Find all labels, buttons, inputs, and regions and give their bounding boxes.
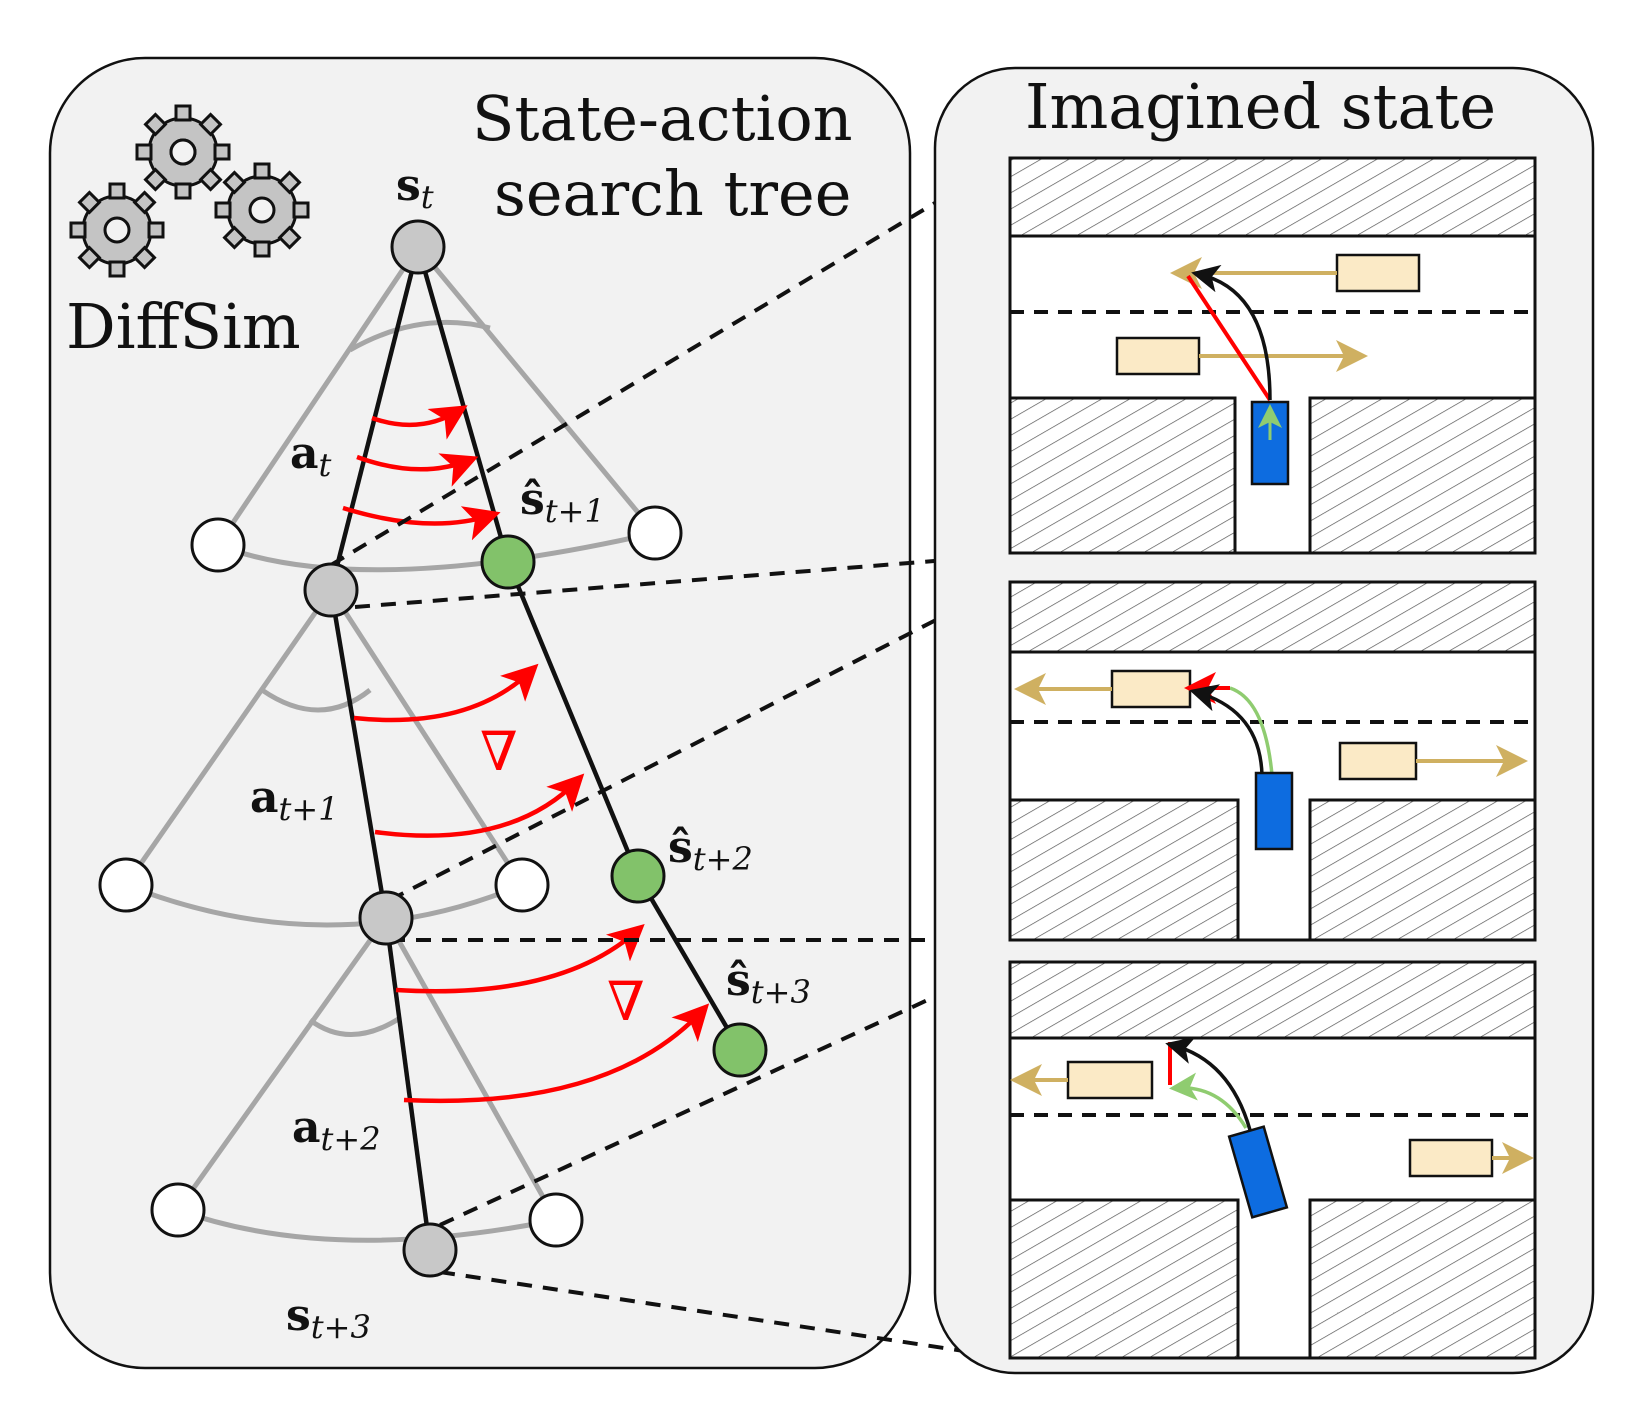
label-a-t: at <box>290 428 332 484</box>
other-car <box>1115 336 1201 376</box>
state-node <box>303 562 359 618</box>
gear-icon <box>214 162 310 258</box>
label-s-hat-t2: ŝt+2 <box>668 822 753 878</box>
other-car <box>1066 1060 1154 1100</box>
state-node <box>390 219 446 275</box>
imagined-state-title: Imagined state <box>1025 70 1496 143</box>
other-car <box>1408 1138 1494 1178</box>
leaf-node <box>190 517 246 573</box>
leaf-node <box>627 505 683 561</box>
label-s-t: st <box>396 160 434 216</box>
state-node <box>402 1222 458 1278</box>
diffsim-label: DiffSim <box>66 290 301 363</box>
other-car <box>1335 253 1421 293</box>
label-a-t1: at+1 <box>250 772 339 828</box>
gear-icon <box>69 182 165 278</box>
label-s-hat-t1: ŝt+1 <box>520 474 605 530</box>
tree-nodes <box>98 219 768 1278</box>
leaf-node <box>494 857 550 913</box>
ego-vehicle <box>1227 1125 1289 1219</box>
tree-branches <box>123 245 657 1243</box>
other-car <box>1110 669 1192 709</box>
scene-3 <box>1008 960 1537 1360</box>
other-car <box>1338 741 1418 781</box>
leaf-node <box>528 1192 584 1248</box>
imagined-node <box>480 534 536 590</box>
imagined-node <box>610 848 666 904</box>
gradient-symbol: ∇ <box>480 720 518 783</box>
tree-title-line2: search tree <box>494 157 851 230</box>
label-a-t2: at+2 <box>292 1102 381 1158</box>
state-node <box>358 890 414 946</box>
label-s-hat-t3: ŝt+3 <box>726 955 811 1011</box>
label-s-t3: st+3 <box>286 1290 371 1346</box>
tree-title-line1: State-action <box>472 82 853 155</box>
scene-1 <box>1008 156 1537 555</box>
ego-vehicle <box>1254 771 1294 851</box>
projection-lines <box>329 156 1012 1360</box>
search-tree-panel <box>48 56 912 1370</box>
imagined-node <box>712 1022 768 1078</box>
gradient-symbol: ∇ <box>607 970 645 1033</box>
gear-icon <box>135 104 231 200</box>
leaf-node <box>98 857 154 913</box>
scene-2 <box>1008 580 1537 942</box>
leaf-node <box>150 1182 206 1238</box>
gradient-arrows <box>342 405 710 1104</box>
